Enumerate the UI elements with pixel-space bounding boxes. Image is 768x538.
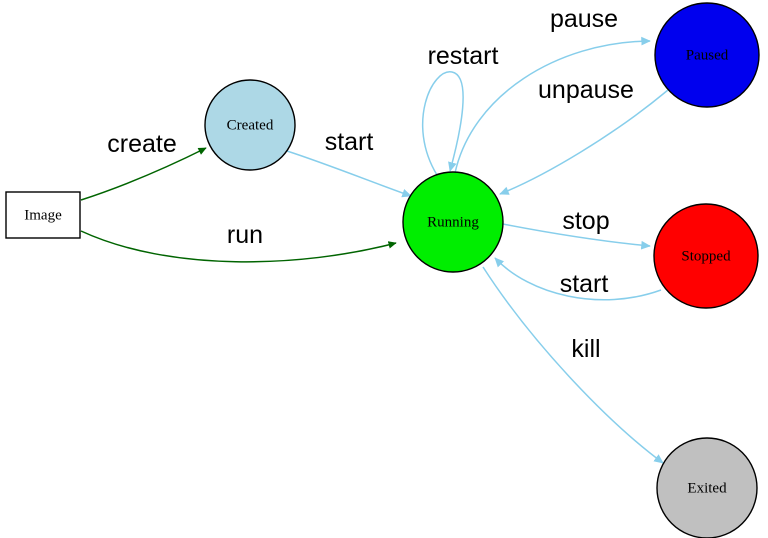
node-shape-running[interactable] <box>402 171 504 273</box>
edge-label-restart: restart <box>428 42 499 70</box>
edge-restart[interactable] <box>421 71 464 176</box>
edge-label-unpause: unpause <box>538 76 634 104</box>
edge-label-kill: kill <box>571 335 600 363</box>
edge-pause[interactable] <box>454 36 651 174</box>
node-label-stopped: Stopped <box>681 248 731 264</box>
edge-label-stop: stop <box>562 207 609 235</box>
edge-label-start-stopped: start <box>560 270 609 298</box>
node-created[interactable]: Created <box>204 79 296 171</box>
node-label-image: Image <box>24 207 62 223</box>
edge-label-start-created: start <box>325 128 374 156</box>
node-label-paused: Paused <box>686 47 729 63</box>
node-image[interactable]: Image <box>5 191 81 239</box>
node-label-created: Created <box>227 117 274 133</box>
node-shape-created[interactable] <box>204 79 296 171</box>
edge-label-run: run <box>227 221 263 249</box>
edge-start-created[interactable] <box>286 150 412 198</box>
node-label-exited: Exited <box>687 480 727 496</box>
edge-start-stopped[interactable] <box>494 257 662 301</box>
edge-label-pause: pause <box>550 5 618 33</box>
node-shape-image[interactable] <box>5 191 81 239</box>
node-stopped[interactable]: Stopped <box>653 203 759 309</box>
node-shape-stopped[interactable] <box>653 203 759 309</box>
edge-unpause[interactable] <box>499 89 669 195</box>
node-shape-exited[interactable] <box>656 437 758 538</box>
edge-labels-layer: create run start restart pause unpause stop sta… <box>107 5 634 363</box>
edge-create[interactable] <box>80 147 207 201</box>
edge-run[interactable] <box>80 230 397 263</box>
edge-stop[interactable] <box>502 223 651 250</box>
edge-kill[interactable] <box>482 266 664 464</box>
node-running[interactable]: Running <box>402 171 504 273</box>
node-paused[interactable]: Paused <box>654 2 760 108</box>
edge-label-create: create <box>107 130 176 158</box>
node-exited[interactable]: Exited <box>656 437 758 538</box>
node-shape-paused[interactable] <box>654 2 760 108</box>
node-label-running: Running <box>427 214 479 230</box>
edges-layer <box>80 36 669 464</box>
